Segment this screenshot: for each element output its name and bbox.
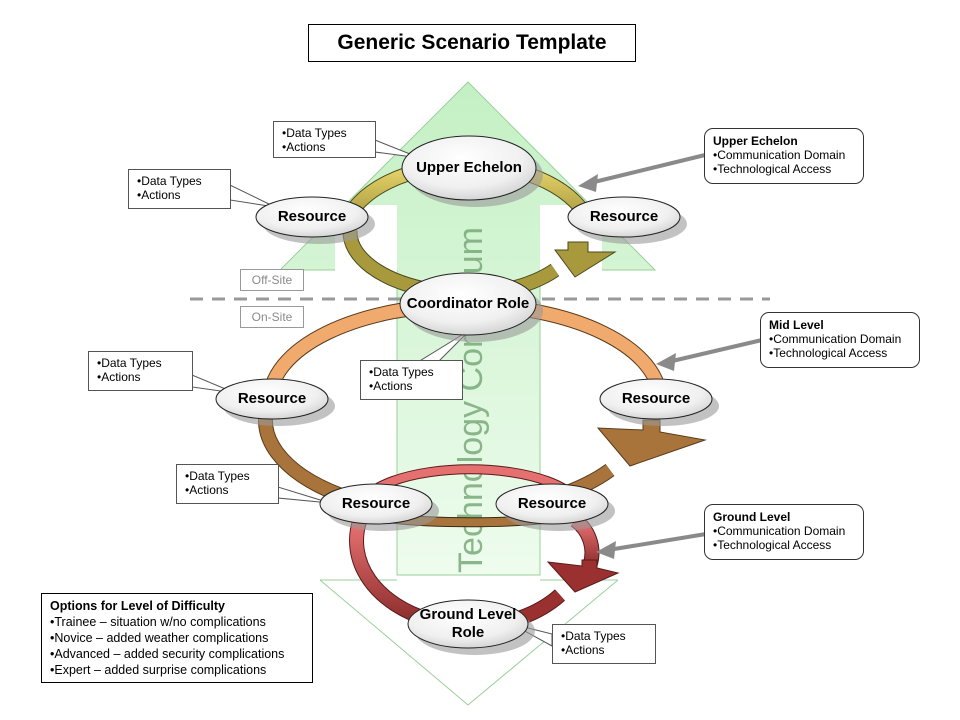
callout-line: •Data Types <box>561 629 626 643</box>
callout-line: •Data Types <box>97 356 162 370</box>
lower-cycle-arrowhead <box>546 559 620 593</box>
difficulty-item: •Novice – added weather complications <box>50 631 269 645</box>
mid-level-pointer-head <box>656 353 676 371</box>
continuum-arrow-base-outline <box>319 579 619 706</box>
callout-mid-resource-left-data: •Data Types •Actions <box>88 351 193 391</box>
difficulty-item: •Advanced – added security complications <box>50 647 285 661</box>
ground-level-pointer <box>607 532 707 552</box>
callout-line: •Communication Domain <box>713 148 846 162</box>
node-upper-resource-right: Resource <box>589 208 659 225</box>
callout-upper-resource-left-data: •Data Types •Actions <box>128 169 231 209</box>
node-ground-level-role: Ground Level Role <box>419 606 517 641</box>
node-mid-resource-right: Resource <box>621 390 691 407</box>
callout-line: •Actions <box>137 188 181 202</box>
callout-line: •Actions <box>97 370 141 384</box>
ground-level-role-ellipse <box>407 599 529 649</box>
callout-line: •Communication Domain <box>713 524 846 538</box>
mid-resource-right-ellipse <box>599 378 713 420</box>
callout-heading: Ground Level <box>713 510 791 524</box>
node-mid-resource-left: Resource <box>237 390 307 407</box>
callout-line: •Data Types <box>369 365 434 379</box>
callout-line: •Actions <box>369 379 413 393</box>
upper-echelon-ellipse <box>401 135 537 201</box>
callout-line: •Actions <box>561 643 605 657</box>
upper-resource-right-ellipse <box>567 196 681 238</box>
node-upper-echelon: Upper Echelon <box>416 159 522 176</box>
difficulty-heading: Options for Level of Difficulty <box>50 599 226 613</box>
ground-level-pointer-head <box>596 541 616 559</box>
upper-level-pointer-head <box>578 174 598 192</box>
callout-line: •Actions <box>185 483 229 497</box>
coordinator-role-ellipse <box>399 272 537 336</box>
on-site-label: On-Site <box>240 306 304 328</box>
upper-resource-left-ellipse <box>255 196 369 238</box>
difficulty-item: •Trainee – situation w/no complications <box>50 615 266 629</box>
mid-cycle-arrowhead <box>596 419 707 467</box>
diagram-title: Generic Scenario Template <box>308 24 636 62</box>
node-shapes <box>215 135 719 655</box>
callout-heading: Upper Echelon <box>713 134 798 148</box>
node-upper-resource-left: Resource <box>277 208 347 225</box>
lower-resource-right-ellipse <box>495 483 609 525</box>
callout-line: •Technological Access <box>713 162 832 176</box>
callout-line: •Data Types <box>185 469 250 483</box>
upper-cycle-arrowhead <box>554 241 617 278</box>
mid-level-pointer <box>667 338 763 364</box>
callout-coordinator-data: •Data Types •Actions <box>360 360 463 400</box>
node-coordinator-role: Coordinator Role <box>406 295 530 312</box>
callout-upper-echelon-level: Upper Echelon •Communication Domain •Tec… <box>704 128 864 184</box>
callout-line: •Communication Domain <box>769 332 902 346</box>
callout-line: •Data Types <box>282 126 347 140</box>
callout-line: •Technological Access <box>713 538 832 552</box>
level-pointer-arrows <box>578 153 763 559</box>
callout-lower-resource-left-data: •Data Types •Actions <box>176 464 279 504</box>
difficulty-options-box: Options for Level of Difficulty •Trainee… <box>41 593 313 683</box>
callout-line: •Data Types <box>137 174 202 188</box>
callout-line: •Technological Access <box>769 346 888 360</box>
mid-resource-left-ellipse <box>215 378 329 420</box>
callout-ground-level: Ground Level •Communication Domain •Tech… <box>704 504 864 560</box>
callout-upper-echelon-data: •Data Types •Actions <box>273 121 376 158</box>
off-site-label: Off-Site <box>240 269 304 291</box>
callout-ground-level-data: •Data Types •Actions <box>552 624 656 664</box>
upper-level-pointer <box>589 153 706 185</box>
callout-heading: Mid Level <box>769 318 824 332</box>
callout-line: •Actions <box>282 140 326 154</box>
node-lower-resource-right: Resource <box>517 495 587 512</box>
lower-resource-left-ellipse <box>319 483 433 525</box>
difficulty-item: •Expert – added surprise complications <box>50 663 267 677</box>
node-lower-resource-left: Resource <box>341 495 411 512</box>
callout-mid-level: Mid Level •Communication Domain •Technol… <box>760 312 920 368</box>
